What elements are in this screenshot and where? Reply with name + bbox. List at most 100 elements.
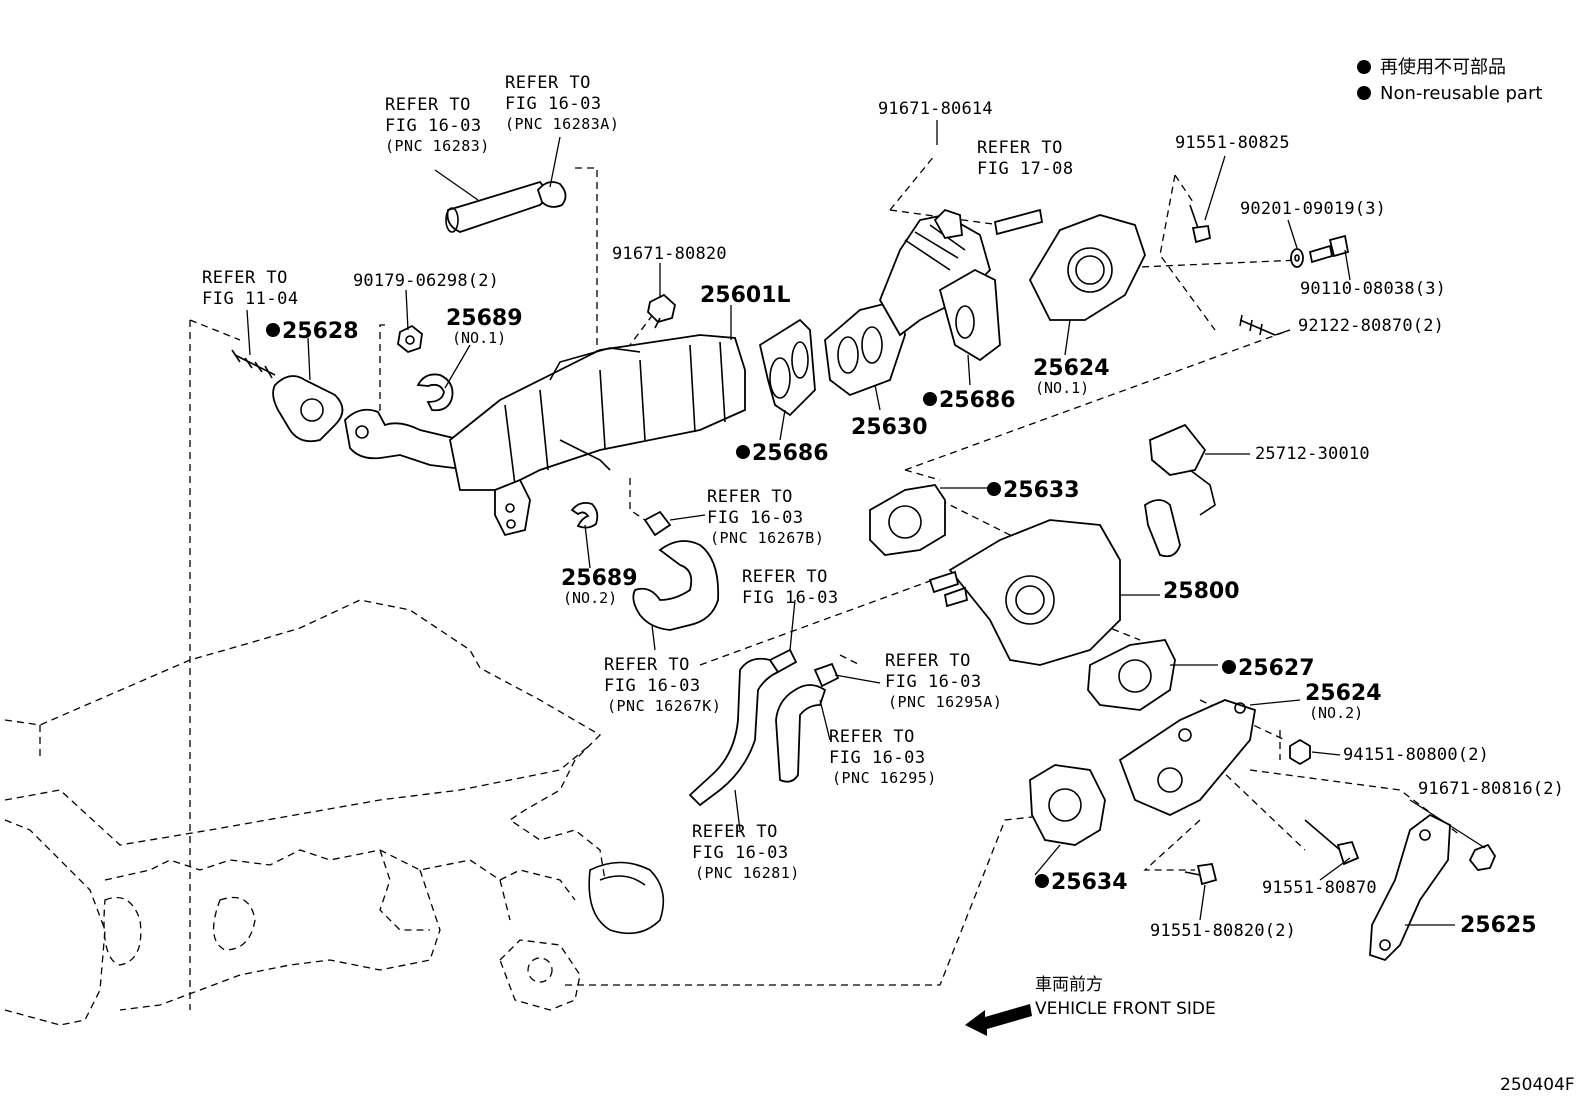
reference-fig-16-03: REFER TO FIG 16-03 xyxy=(742,567,839,608)
direction-ja: 車両前方 xyxy=(1035,975,1103,995)
engine-block-outline xyxy=(4,599,665,1026)
svg-text:(PNC 16283): (PNC 16283) xyxy=(385,137,490,155)
legend-en: Non-reusable part xyxy=(1380,83,1542,104)
direction-en: VEHICLE FRONT SIDE xyxy=(1035,999,1216,1019)
bolt-91671-80816-icon xyxy=(1468,843,1497,871)
svg-text:(PNC 16283A): (PNC 16283A) xyxy=(505,115,619,133)
part-labels: 90179-06298(2) 25628 25689 (NO.1) 91671-… xyxy=(266,99,1564,941)
svg-text:REFER TO: REFER TO xyxy=(505,73,591,93)
part-label: 91671-80820 xyxy=(612,244,727,264)
hose-clamp-icon xyxy=(536,181,567,208)
svg-text:FIG 16-03: FIG 16-03 xyxy=(385,116,482,136)
reference-fig-11-04: REFER TO FIG 11-04 xyxy=(202,268,299,309)
clamp-25689-no1-icon xyxy=(416,373,454,412)
hose-17-08-icon xyxy=(993,208,1044,236)
svg-text:FIG 16-03: FIG 16-03 xyxy=(707,508,804,528)
nonreusable-bullet-icon xyxy=(923,392,937,406)
svg-text:FIG 16-03: FIG 16-03 xyxy=(604,676,701,696)
washer-icon xyxy=(1290,248,1304,268)
svg-text:FIG 16-03: FIG 16-03 xyxy=(829,748,926,768)
part-sublabel: (NO.2) xyxy=(1309,704,1363,722)
nonreusable-bullet-icon xyxy=(266,323,280,337)
nonreusable-bullet-icon xyxy=(736,445,750,459)
svg-text:FIG 16-03: FIG 16-03 xyxy=(885,672,982,692)
part-label: 25627 xyxy=(1238,656,1315,681)
stud-92122-icon xyxy=(1239,314,1276,336)
reference-pnc-16283: REFER TO FIG 16-03 (PNC 16283) xyxy=(385,95,490,155)
egr-valve-25630-icon xyxy=(824,208,992,397)
reference-labels: REFER TO FIG 11-04 REFER TO FIG 16-03 (P… xyxy=(202,73,1074,882)
legend: 再使用不可部品 Non-reusable part xyxy=(1357,57,1542,104)
part-label: 91551-80870 xyxy=(1262,878,1377,898)
part-label: 25624 xyxy=(1033,356,1110,381)
svg-text:REFER TO: REFER TO xyxy=(742,567,828,587)
part-label: 25601L xyxy=(700,283,791,308)
reference-pnc-16267k: REFER TO FIG 16-03 (PNC 16267K) xyxy=(604,655,721,715)
hose-16283-icon xyxy=(445,180,547,233)
figure-code: 250404F xyxy=(1500,1075,1575,1095)
nonreusable-bullet-icon xyxy=(987,482,1001,496)
part-sublabel: (NO.2) xyxy=(563,589,617,607)
part-label: 25686 xyxy=(752,441,829,466)
nonreusable-bullet-icon xyxy=(1035,874,1049,888)
reference-pnc-16281: REFER TO FIG 16-03 (PNC 16281) xyxy=(692,822,800,882)
bolt-91551-80820-icon xyxy=(1184,862,1218,886)
svg-text:FIG 11-04: FIG 11-04 xyxy=(202,289,299,309)
vehicle-front-indicator: 車両前方 VEHICLE FRONT SIDE xyxy=(965,975,1216,1036)
nonreusable-bullet-icon xyxy=(1357,86,1371,100)
part-sublabel: (NO.1) xyxy=(1035,379,1089,397)
egr-cooler-25601l-icon xyxy=(449,334,746,537)
reference-pnc-16283a: REFER TO FIG 16-03 (PNC 16283A) xyxy=(505,73,619,133)
svg-text:(PNC 16295A): (PNC 16295A) xyxy=(888,693,1002,711)
part-label: 25624 xyxy=(1305,681,1382,706)
svg-text:FIG 16-03: FIG 16-03 xyxy=(742,588,839,608)
part-label: 90179-06298(2) xyxy=(353,271,499,291)
svg-text:FIG 16-03: FIG 16-03 xyxy=(692,843,789,863)
nut-icon xyxy=(397,324,423,354)
part-label: 25689 xyxy=(561,566,638,591)
svg-text:REFER TO: REFER TO xyxy=(692,822,778,842)
svg-text:REFER TO: REFER TO xyxy=(707,487,793,507)
part-label: 25628 xyxy=(282,319,359,344)
part-label: 92122-80870(2) xyxy=(1298,316,1444,336)
part-label: 91671-80614 xyxy=(878,99,993,119)
part-label: 91671-80816(2) xyxy=(1418,779,1564,799)
svg-text:FIG 17-08: FIG 17-08 xyxy=(977,159,1074,179)
gasket-25627-icon xyxy=(1087,639,1176,711)
svg-text:(PNC 16267K): (PNC 16267K) xyxy=(607,697,721,715)
gasket-25686-right-icon xyxy=(938,268,1001,362)
water-hoses-icon xyxy=(688,648,840,807)
hose-16267-icon xyxy=(632,510,720,631)
adaptor-25624-no2-icon xyxy=(1118,699,1257,816)
svg-text:REFER TO: REFER TO xyxy=(604,655,690,675)
bracket-25625-icon xyxy=(1369,813,1451,962)
reference-fig-17-08: REFER TO FIG 17-08 xyxy=(977,138,1074,179)
reference-pnc-16295: REFER TO FIG 16-03 (PNC 16295) xyxy=(829,727,936,787)
part-label: 25689 xyxy=(446,306,523,331)
throttle-valve-25800-icon xyxy=(928,519,1121,666)
part-label: 90201-09019(3) xyxy=(1240,199,1386,219)
reference-pnc-16295a: REFER TO FIG 16-03 (PNC 16295A) xyxy=(885,651,1002,711)
svg-text:(PNC 16267B): (PNC 16267B) xyxy=(710,529,824,547)
part-label: 25800 xyxy=(1163,579,1240,604)
part-label: 25630 xyxy=(851,415,928,440)
part-sublabel: (NO.1) xyxy=(452,329,506,347)
part-label: 25686 xyxy=(939,388,1016,413)
nonreusable-bullet-icon xyxy=(1357,60,1371,74)
bolt-91671-80820-icon xyxy=(647,293,676,329)
part-label: 25634 xyxy=(1051,870,1128,895)
nonreusable-bullet-icon xyxy=(1222,660,1236,674)
part-label: 91551-80825 xyxy=(1175,133,1290,153)
svg-text:REFER TO: REFER TO xyxy=(885,651,971,671)
left-arrow-icon xyxy=(965,1004,1032,1036)
gasket-25686-left-icon xyxy=(758,318,816,417)
bolt-91551-80870-icon xyxy=(1304,819,1360,866)
part-label: 90110-08038(3) xyxy=(1300,279,1446,299)
legend-ja: 再使用不可部品 xyxy=(1380,57,1506,78)
svg-text:REFER TO: REFER TO xyxy=(829,727,915,747)
sensor-25712-icon xyxy=(1144,423,1216,558)
svg-text:(PNC 16281): (PNC 16281) xyxy=(695,864,800,882)
bolt-91551-80825-icon xyxy=(1189,204,1212,244)
svg-text:REFER TO: REFER TO xyxy=(202,268,288,288)
